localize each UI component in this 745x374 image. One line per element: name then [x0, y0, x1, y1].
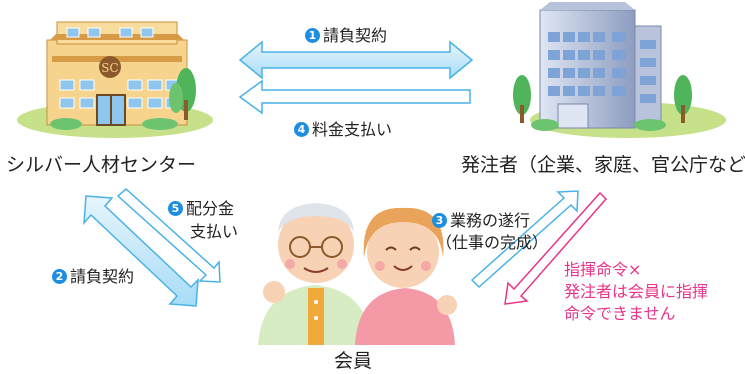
- step-1-badge: 1: [305, 28, 320, 43]
- step-4-badge: 4: [294, 122, 309, 137]
- work-arrow: [470, 190, 579, 289]
- flow-3-text-2: （仕事の完成）: [436, 233, 549, 252]
- silver-center-illustration: SC: [17, 21, 213, 138]
- flow-4-text: 料金支払い: [312, 120, 393, 139]
- contract-top-arrow: [238, 40, 474, 80]
- svg-text:SC: SC: [101, 61, 118, 75]
- contract-left-arrow: [83, 195, 199, 307]
- step-2-badge: 2: [52, 269, 67, 284]
- payment-arrow: [238, 79, 471, 115]
- note-line-1: 指揮命令×: [564, 260, 642, 279]
- client-label: 発注者（企業、家庭、官公庁など）: [461, 154, 745, 176]
- client-building-illustration: [513, 2, 726, 138]
- distribution-arrow: [116, 187, 221, 283]
- flow-3-text-1: 業務の遂行: [450, 211, 531, 230]
- note-line-3: 命令できません: [564, 304, 676, 323]
- flow-5-text-1: 配分金: [186, 199, 235, 218]
- flow-2-text: 請負契約: [70, 267, 135, 286]
- member-label: 会員: [334, 350, 373, 372]
- silver-center-label: シルバー人材センター: [6, 154, 197, 176]
- step-5-badge: 5: [168, 201, 183, 216]
- command-prohibited-arrow: [504, 191, 608, 305]
- members-illustration: [258, 203, 457, 345]
- flow-1-text: 請負契約: [323, 26, 388, 45]
- note-line-2: 発注者は会員に指揮: [564, 282, 709, 301]
- step-3-badge: 3: [432, 213, 447, 228]
- flow-5-text-2: 支払い: [190, 222, 239, 241]
